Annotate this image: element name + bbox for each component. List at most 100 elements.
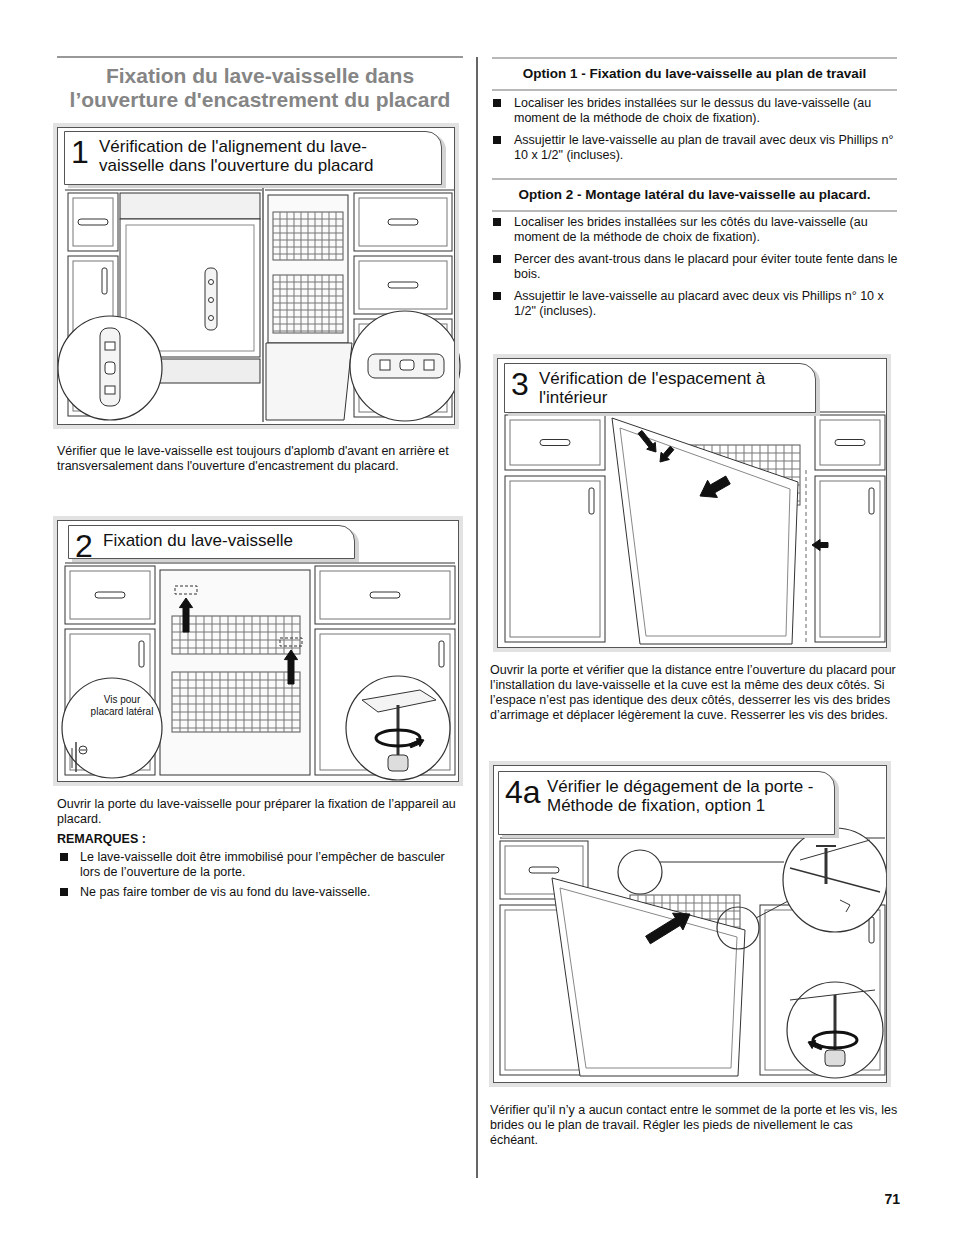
bullet-square — [493, 255, 501, 263]
rack-wire — [172, 696, 300, 697]
rack-wire — [273, 226, 343, 227]
bullet-text: Le lave-vaisselle doit être immobilisé p… — [80, 850, 465, 880]
rack-wire — [273, 317, 343, 318]
cabinet-handle — [529, 867, 559, 873]
rack-wire — [273, 303, 343, 304]
direction-arrow — [808, 1040, 823, 1049]
bullet-square — [60, 888, 68, 896]
step-panel: 4aVérifier le dégagement de la porte - M… — [493, 765, 887, 1083]
bullet-square — [493, 292, 501, 300]
rack-wire — [244, 672, 245, 732]
rack-wire — [172, 688, 300, 689]
rack-wire — [273, 254, 343, 255]
figure-divider — [262, 188, 263, 422]
rack-wire — [172, 624, 300, 625]
bullet-text: Localiser les brides installées sur les … — [514, 215, 899, 245]
bracket-detail — [368, 354, 444, 378]
cabinet-handle — [388, 282, 418, 288]
rack-wire — [260, 672, 261, 732]
door-edge — [75, 742, 76, 772]
cabinet-panel — [73, 198, 113, 246]
rack-wire — [172, 728, 300, 729]
rack-wire — [172, 712, 300, 713]
screw-head — [816, 845, 836, 847]
step-number: 4a — [505, 774, 541, 810]
cabinet-handle — [540, 440, 570, 446]
bracket-slot — [105, 342, 115, 350]
cabinet-handle — [370, 592, 400, 598]
cabinet-panel — [70, 571, 150, 619]
rack-wire — [273, 296, 343, 297]
option-heading: Option 2 - Montage latéral du lave-vaiss… — [496, 187, 893, 203]
leader-line — [756, 900, 790, 918]
direction-arrow — [700, 476, 730, 497]
step-title: Fixation du lave-vaisselle — [103, 531, 344, 550]
door-edge — [72, 748, 73, 768]
countertop — [65, 563, 455, 564]
cabinet-panel — [320, 571, 450, 619]
rack-wire — [273, 324, 343, 325]
cabinet-panel — [510, 420, 600, 465]
rack-wire — [268, 672, 269, 732]
detail-inset — [787, 982, 883, 1078]
rack-wire — [273, 282, 343, 283]
side-screw — [79, 746, 87, 754]
bullet-square — [493, 136, 501, 144]
direction-arrow — [179, 598, 192, 632]
cabinet-front — [505, 476, 605, 642]
open-door — [266, 343, 352, 420]
rack-wire — [180, 672, 181, 732]
top-bracket — [280, 638, 302, 646]
rack-wire — [236, 672, 237, 732]
step-tab: 1Vérification de l'alignement du lave-va… — [64, 131, 442, 185]
body-text: Vérifier que le lave-vaisselle est toujo… — [57, 444, 457, 474]
direction-arrow — [284, 650, 297, 684]
bullet-text: Ne pas faire tomber de vis au fond du la… — [80, 885, 465, 900]
step-tab: 2Fixation du lave-vaisselle — [68, 525, 355, 559]
cabinet-handle — [835, 440, 865, 446]
cabinet-front — [815, 415, 885, 470]
callout-label: Vis pour placard latéral — [90, 694, 154, 718]
cabinet-handle — [95, 592, 125, 598]
bracket-slot — [400, 360, 414, 370]
page-number: 71 — [870, 1192, 900, 1207]
direction-arrow — [646, 913, 690, 944]
rack-wire — [273, 310, 343, 311]
bracket-hole — [209, 316, 214, 321]
rack-wire — [204, 672, 205, 732]
dishwasher-tub — [268, 195, 348, 343]
leveling-foot — [825, 1050, 845, 1066]
body-text: Ouvrir la porte et vérifier que la dista… — [490, 663, 900, 723]
screw-slot — [80, 750, 86, 751]
body-text: Vérifier qu’il n’y a aucun contact entre… — [490, 1103, 900, 1148]
direction-arrow — [660, 446, 674, 462]
cabinet-handle — [869, 917, 874, 943]
rack-wire — [276, 672, 277, 732]
countertop-edge — [790, 868, 880, 892]
rack-wire — [172, 680, 300, 681]
bullet-text: Assujettir le lave-vaisselle au placard … — [514, 289, 899, 319]
detail-inset — [717, 907, 759, 949]
detail-inset — [783, 828, 887, 932]
step-title: Vérifier le dégagement de la porte - Mét… — [547, 777, 824, 815]
bracket-slot — [105, 362, 115, 374]
door-panel — [560, 888, 737, 1068]
direction-arrow — [812, 540, 828, 551]
cabinet-panel — [359, 261, 447, 309]
option-header: Option 1 - Fixation du lave-vaisselle au… — [492, 57, 897, 91]
leveling-foot — [388, 755, 408, 771]
body-text: Ouvrir la porte du lave-vaisselle pour p… — [57, 797, 457, 827]
cabinet-handle — [439, 641, 444, 667]
reference-line — [806, 470, 807, 642]
bullet-text: Localiser les brides installées sur le d… — [514, 96, 899, 126]
bracket-slot — [380, 360, 390, 370]
cabinet-handle — [139, 641, 144, 667]
detail-inset — [62, 678, 162, 778]
bracket-slot — [424, 360, 434, 370]
rack-wire — [273, 331, 343, 332]
mounting-screw — [825, 848, 828, 884]
rack-wire — [273, 247, 343, 248]
door-panel — [620, 428, 790, 636]
step-title: Vérification de l'espacement à l'intérie… — [539, 369, 805, 407]
dishwasher-tub — [160, 570, 310, 775]
